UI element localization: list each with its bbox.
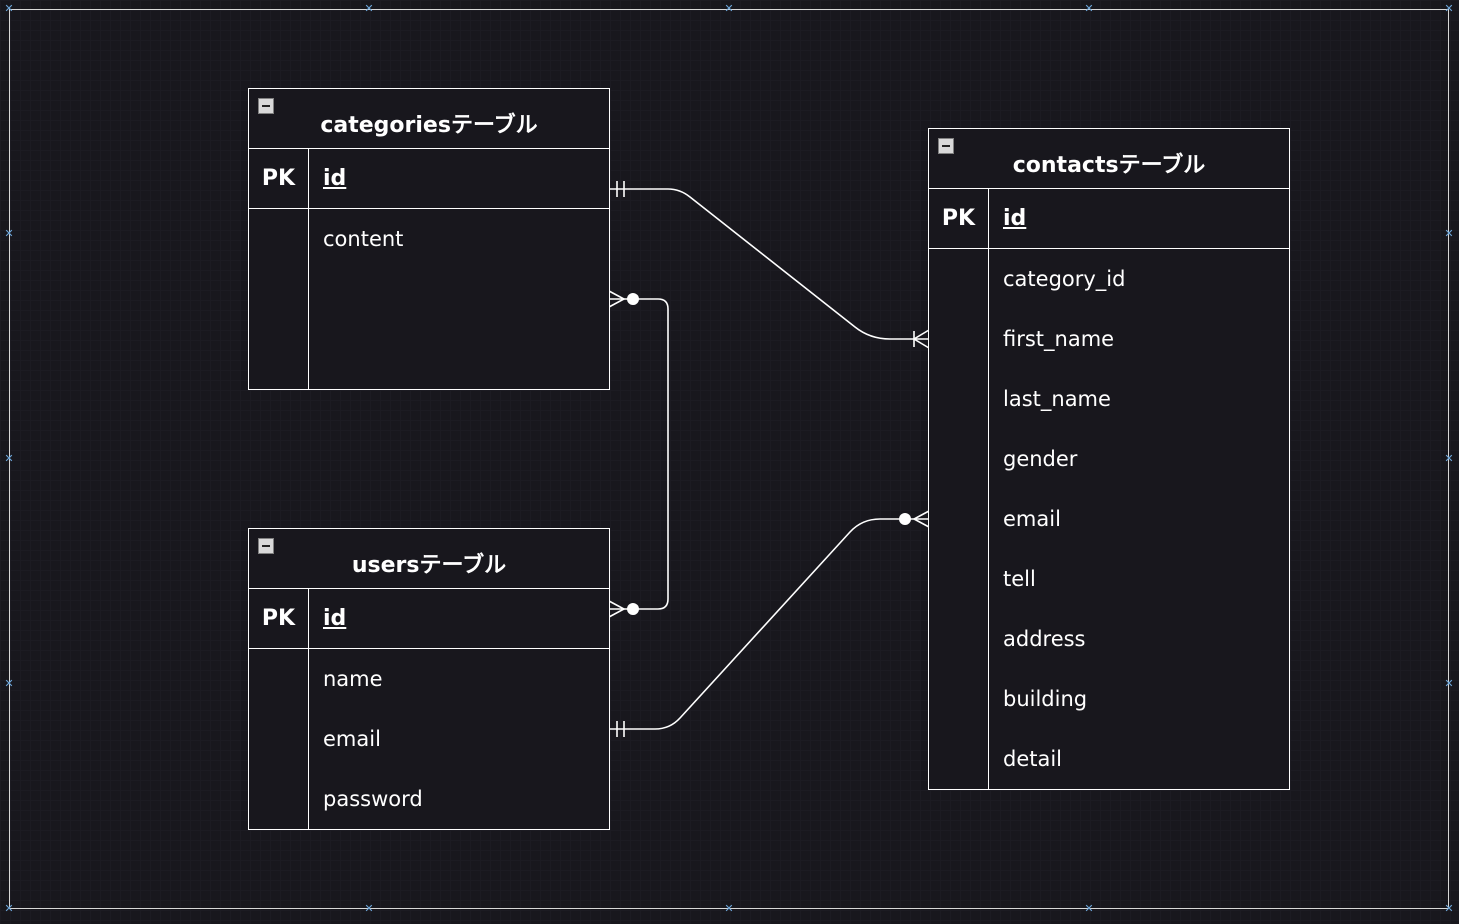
many-mark-categories	[608, 290, 626, 308]
resize-handle-bottom-3[interactable]: ✕	[1084, 902, 1094, 915]
pk-row[interactable]: PK id	[929, 189, 1289, 249]
resize-handle-bottom-right[interactable]: ✕	[1444, 902, 1454, 915]
table-title: contactsテーブル	[1012, 153, 1206, 178]
field-row[interactable]: category_id	[1003, 267, 1126, 291]
table-title: usersテーブル	[351, 553, 507, 578]
zero-mark-users	[627, 603, 639, 615]
zero-mark-contacts-email	[899, 513, 911, 525]
resize-handle-bottom-center[interactable]: ✕	[724, 902, 734, 915]
resize-handle-top-center[interactable]: ✕	[724, 2, 734, 15]
resize-handle-top-3[interactable]: ✕	[1084, 2, 1094, 15]
zero-mark-categories	[627, 293, 639, 305]
pk-label: PK	[941, 206, 976, 231]
field-row[interactable]: email	[323, 727, 381, 751]
pk-label: PK	[261, 606, 296, 631]
edge-users-contacts	[609, 518, 929, 730]
edge-categories-contacts	[609, 188, 929, 340]
pk-field: id	[323, 166, 347, 191]
resize-handle-right-3[interactable]: ✕	[1444, 677, 1454, 690]
column-divider	[308, 149, 309, 389]
field-row[interactable]: name	[323, 667, 383, 691]
many-mark-contacts-category	[912, 329, 930, 349]
column-divider	[308, 589, 309, 829]
pk-field: id	[1003, 206, 1027, 231]
resize-handle-left-center[interactable]: ✕	[4, 452, 14, 465]
field-row[interactable]: gender	[1003, 447, 1078, 471]
resize-handle-top-right[interactable]: ✕	[1444, 2, 1454, 15]
table-title: categoriesテーブル	[320, 113, 538, 138]
field-row[interactable]: first_name	[1003, 327, 1115, 351]
pk-label: PK	[261, 166, 296, 191]
collapse-icon[interactable]	[258, 98, 274, 114]
field-row[interactable]: building	[1003, 687, 1088, 711]
collapse-icon[interactable]	[938, 138, 954, 154]
table-header: usersテーブル	[249, 529, 609, 589]
resize-handle-top-left[interactable]: ✕	[4, 2, 14, 15]
resize-handle-bottom-left[interactable]: ✕	[4, 902, 14, 915]
many-mark-contacts-email	[912, 510, 930, 528]
field-row[interactable]: last_name	[1003, 387, 1111, 411]
collapse-icon[interactable]	[258, 538, 274, 554]
resize-handle-top-1[interactable]: ✕	[364, 2, 374, 15]
table-categories[interactable]: categoriesテーブル PK id content	[248, 88, 610, 390]
resize-handle-right-1[interactable]: ✕	[1444, 227, 1454, 240]
column-divider	[988, 189, 989, 789]
field-row[interactable]: password	[323, 787, 423, 811]
pk-field: id	[323, 606, 347, 631]
selection-frame[interactable]	[9, 9, 1449, 909]
resize-handle-left-3[interactable]: ✕	[4, 677, 14, 690]
resize-handle-left-1[interactable]: ✕	[4, 227, 14, 240]
field-row[interactable]: tell	[1003, 567, 1036, 591]
edge-categories-users	[609, 298, 669, 610]
field-row[interactable]: address	[1003, 627, 1086, 651]
pk-row[interactable]: PK id	[249, 589, 609, 649]
table-contacts[interactable]: contactsテーブル PK id category_id first_nam…	[928, 128, 1290, 790]
field-row[interactable]: content	[323, 227, 404, 251]
field-row[interactable]: email	[1003, 507, 1061, 531]
table-users[interactable]: usersテーブル PK id name email password	[248, 528, 610, 830]
many-mark-users	[608, 600, 626, 618]
pk-row[interactable]: PK id	[249, 149, 609, 209]
resize-handle-right-center[interactable]: ✕	[1444, 452, 1454, 465]
field-row[interactable]: detail	[1003, 747, 1063, 771]
table-header: contactsテーブル	[929, 129, 1289, 189]
table-header: categoriesテーブル	[249, 89, 609, 149]
resize-handle-bottom-1[interactable]: ✕	[364, 902, 374, 915]
